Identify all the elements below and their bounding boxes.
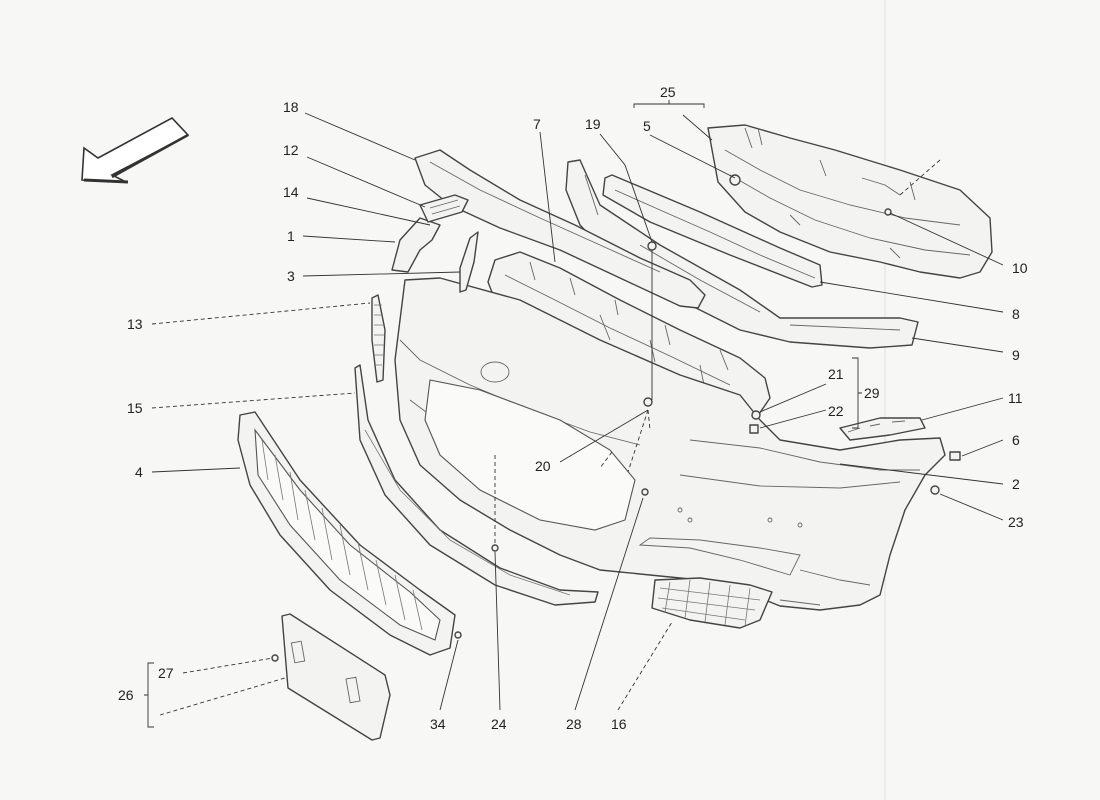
clip-6 — [949, 451, 961, 461]
part-side-grille — [371, 294, 386, 383]
callout-22: 22 — [828, 403, 844, 419]
callout-1: 1 — [287, 228, 295, 244]
callout-11: 11 — [1008, 390, 1023, 406]
screw-28 — [641, 488, 649, 496]
screw-27 — [271, 654, 279, 662]
callout-2: 2 — [1012, 476, 1020, 492]
badge-icon — [480, 361, 510, 383]
part-lower-mesh-grille — [651, 577, 773, 629]
callout-24: 24 — [491, 716, 507, 732]
callout-26: 26 — [118, 687, 134, 703]
callout-16: 16 — [611, 716, 627, 732]
part-license-plate-holder — [281, 613, 391, 741]
fasteners — [271, 174, 961, 662]
callout-9: 9 — [1012, 347, 1020, 363]
part-foam-absorber — [602, 174, 823, 288]
part-lower-strip — [354, 364, 599, 606]
part-right-bracket — [839, 417, 926, 441]
callout-21: 21 — [828, 366, 844, 382]
part-upper-cover — [414, 149, 706, 309]
callout-29: 29 — [864, 385, 880, 401]
callout-labels: 18 12 14 1 3 13 15 4 7 19 25 5 10 8 9 21… — [118, 84, 1028, 732]
part-side-bracket-left — [391, 217, 441, 273]
clip-5 — [729, 174, 741, 186]
callout-7: 7 — [533, 116, 541, 132]
callout-18: 18 — [283, 99, 299, 115]
callout-27: 27 — [158, 665, 174, 681]
callout-5: 5 — [643, 118, 651, 134]
part-left-strip — [459, 231, 479, 293]
callout-4: 4 — [135, 464, 143, 480]
clip-19 — [647, 241, 657, 251]
screw-23 — [930, 485, 940, 495]
callout-19: 19 — [585, 116, 601, 132]
part-bumper-body — [394, 277, 946, 611]
callout-12: 12 — [283, 142, 299, 158]
callout-14: 14 — [283, 184, 299, 200]
part-main-grille — [237, 411, 456, 656]
callout-10: 10 — [1012, 260, 1028, 276]
callout-3: 3 — [287, 268, 295, 284]
callout-20: 20 — [535, 458, 551, 474]
part-reinforcement-beam — [707, 124, 993, 279]
screw-34 — [454, 631, 462, 639]
screw-24 — [491, 544, 499, 552]
callout-34: 34 — [430, 716, 446, 732]
front-direction-arrow-icon — [81, 117, 190, 184]
callout-6: 6 — [1012, 432, 1020, 448]
nut-21 — [751, 410, 761, 420]
part-small-bracket-12 — [419, 194, 469, 223]
callout-23: 23 — [1008, 514, 1024, 530]
leader-lines — [151, 112, 1004, 716]
callout-8: 8 — [1012, 306, 1020, 322]
callout-25: 25 — [660, 84, 676, 100]
group-brackets — [144, 100, 862, 728]
callout-15: 15 — [127, 400, 143, 416]
clip-22 — [749, 424, 759, 434]
callout-28: 28 — [566, 716, 582, 732]
screw-20 — [643, 397, 653, 407]
callout-13: 13 — [127, 316, 143, 332]
